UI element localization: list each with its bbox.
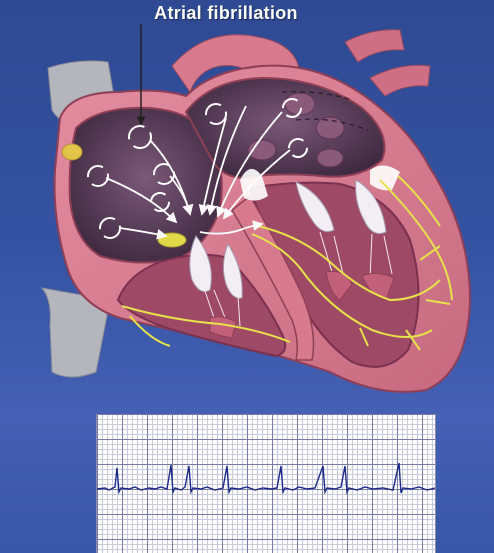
pulmonary-vein-opening	[316, 117, 344, 139]
pulmonary-vein-opening	[317, 149, 343, 167]
ecg-waveform	[97, 463, 435, 493]
pulmonary-vein-upper	[345, 30, 404, 62]
pulmonary-vein-lower	[370, 65, 430, 96]
ecg-trace	[97, 414, 435, 553]
ectopic-focus-icon	[62, 144, 82, 160]
heart-cross-section	[0, 0, 494, 410]
ecg-strip	[96, 414, 436, 553]
